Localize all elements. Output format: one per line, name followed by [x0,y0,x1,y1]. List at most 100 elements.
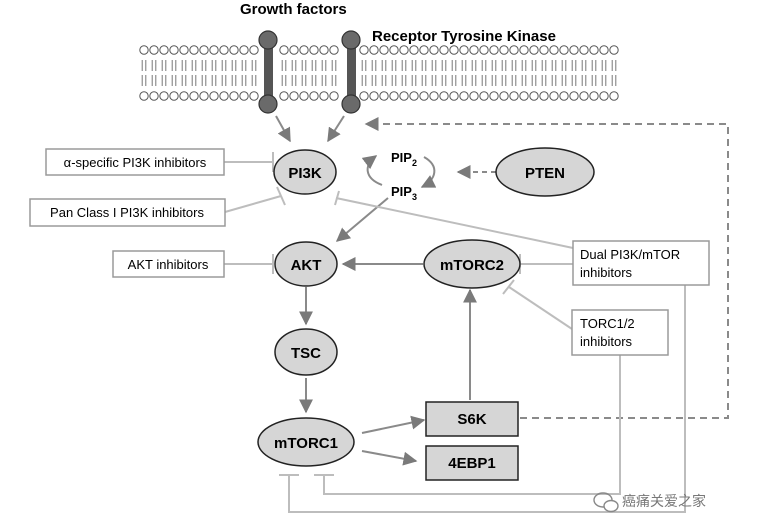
lipid-head [329,45,339,55]
lipid-head [409,91,419,101]
lipid-head [499,45,509,55]
akt-inhibitors-text: AKT inhibitors [128,257,209,272]
s6k-feedback-dashed-line [364,117,729,419]
pan-inhibitor-line [224,195,282,213]
lipid-head [609,91,619,101]
pip-cycle-lower-arrow [420,156,437,188]
lipid-head [579,45,589,55]
dual-to-pi3k-bar [334,190,340,206]
lipid-head [489,45,499,55]
cell-membrane [139,45,619,101]
svg-text:PIP2: PIP2 [391,150,417,168]
lipid-head [139,91,149,101]
receptor-right [341,30,361,114]
lipid-head [469,91,479,101]
rtk-to-pi3k-arrow-right [327,115,345,143]
torc-inhibitors-box: TORC1/2 inhibitors [571,309,669,356]
wechat-icon [593,492,619,513]
lipid-head [219,91,229,101]
lipid-head [149,45,159,55]
lipid-head [389,45,399,55]
dual-to-mtorc1-line [288,285,686,513]
lipid-head [399,45,409,55]
lipid-head [299,45,309,55]
lipid-head [439,91,449,101]
lipid-head [569,45,579,55]
s6k-node: S6K [425,401,519,437]
lipid-head [149,91,159,101]
lipid-head [449,91,459,101]
lipid-head [549,45,559,55]
lipid-head [419,91,429,101]
torc-to-mtorc1-line [323,355,621,495]
lipid-head [209,91,219,101]
lipid-head [459,91,469,101]
pan-class-pi3k-inhibitors-text: Pan Class I PI3K inhibitors [50,205,204,220]
lipid-head [219,45,229,55]
lipid-head [399,91,409,101]
lipid-head [369,91,379,101]
watermark: 癌痛关爱之家 [593,492,706,513]
akt-node: AKT [274,241,338,287]
lipid-head [599,91,609,101]
dual-inhibitors-line2: inhibitors [580,265,633,280]
rtk-to-pi3k-arrow-left [275,115,291,143]
lipid-head [249,91,259,101]
lipid-head [329,91,339,101]
lipid-head [419,45,429,55]
lipid-head [169,45,179,55]
lipid-head [319,91,329,101]
pip3-label: PIP3 [391,184,417,202]
mtorc1-label: mTORC1 [274,435,338,452]
lipid-head [229,91,239,101]
dual-to-pi3k-line [335,197,574,249]
lipid-head [309,45,319,55]
dual-pi3k-mtor-inhibitors-box: Dual PI3K/mTOR inhibitors [572,240,710,286]
mtorc2-label: mTORC2 [440,257,504,274]
lipid-head [159,91,169,101]
lipid-head [519,45,529,55]
pten-label: PTEN [525,165,565,182]
lipid-head [179,91,189,101]
lipid-head [479,91,489,101]
lipid-head [299,91,309,101]
growth-factors-label: Growth factors [240,1,347,18]
pip3-base: PIP [391,184,412,199]
lipid-head [609,45,619,55]
alpha-pi3k-inhibitors-box: α-specific PI3K inhibitors [45,148,225,176]
lipid-head [509,91,519,101]
mtorc2-node: mTORC2 [423,239,521,289]
akt-label: AKT [291,257,322,274]
lipid-head [529,91,539,101]
mtorc1-to-s6k-arrow [361,415,426,434]
alpha-pi3k-inhibitors-text: α-specific PI3K inhibitors [64,155,207,170]
lipid-head [589,91,599,101]
pip3-subscript: 3 [412,192,417,202]
lipid-head [169,91,179,101]
lipid-head [379,91,389,101]
receptor-label: Receptor Tyrosine Kinase [372,28,556,45]
torc-inhibitors-line2: inhibitors [580,334,633,349]
lipid-head [239,91,249,101]
lipid-head [429,45,439,55]
pan-class-pi3k-inhibitors-box: Pan Class I PI3K inhibitors [29,198,226,227]
tsc-node: TSC [274,328,338,376]
akt-inhibitors-box: AKT inhibitors [112,250,225,278]
pan-inhibitor-bar [276,186,286,206]
pip2-label: PIP2 [391,150,417,168]
pten-node: PTEN [495,147,595,197]
lipid-head [359,91,369,101]
lipid-head [239,45,249,55]
dual-inhibitors-line1: Dual PI3K/mTOR [580,247,680,262]
lipid-head [309,91,319,101]
lipid-head [289,45,299,55]
lipid-head [379,45,389,55]
lipid-head [439,45,449,55]
lipid-head [139,45,149,55]
pip2-base: PIP [391,150,412,165]
lipid-head [179,45,189,55]
lipid-head [499,91,509,101]
mtorc1-to-4ebp1-arrow [361,450,418,466]
lipid-head [279,45,289,55]
